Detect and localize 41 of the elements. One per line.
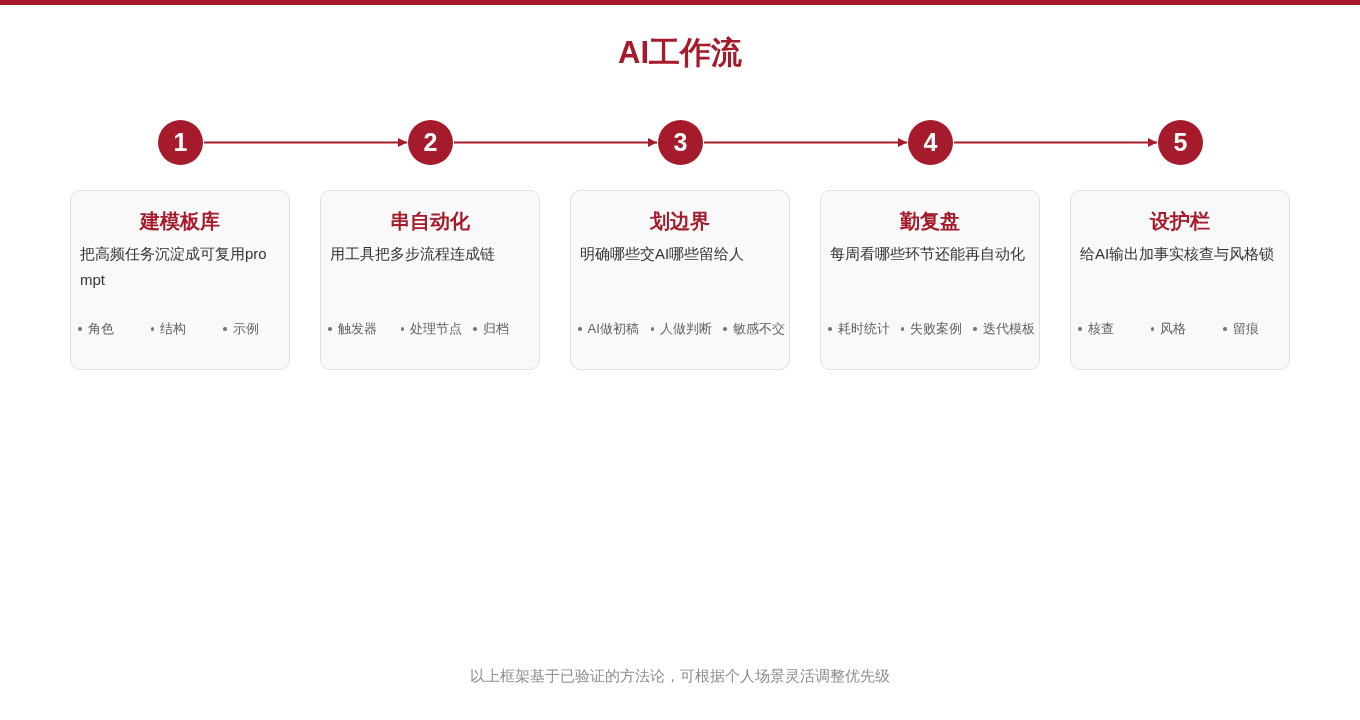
card-description: 明确哪些交AI哪些留给人 <box>580 244 745 264</box>
bullet-item: 归档 <box>482 320 509 338</box>
bullet-item: 示例 <box>232 320 259 338</box>
card-title: 划边界 <box>649 209 710 234</box>
step-number-circle: 1 <box>158 120 203 165</box>
bullet-item: 耗时统计 <box>837 320 890 338</box>
arrow <box>953 138 1158 147</box>
card-description: 用工具把多步流程连成链 <box>330 244 495 264</box>
card-title: 建模板库 <box>139 209 220 234</box>
bullet-item: 结构 <box>160 320 187 338</box>
card-title: 设护栏 <box>1149 209 1210 234</box>
step-number-circle: 5 <box>1158 120 1203 165</box>
arrow <box>703 138 908 147</box>
step-number-circle: 3 <box>658 120 703 165</box>
card-title: 勤复盘 <box>899 209 960 234</box>
card-description: 每周看哪些环节还能再自动化 <box>830 244 1025 264</box>
bullet-item: 敏感不交 <box>732 320 785 338</box>
bullet-item: 失败案例 <box>910 320 963 338</box>
card-title: 串自动化 <box>389 209 470 234</box>
bullet-item: 迭代模板 <box>982 320 1035 338</box>
title: AI工作流 <box>618 34 742 72</box>
caption: 以上框架基于已验证的方法论，可根据个人场景灵活调整优先级 <box>470 666 890 686</box>
bullet-item: 触发器 <box>337 320 377 338</box>
bullet-item: AI做初稿 <box>587 320 639 338</box>
bullet-item: 核查 <box>1087 320 1114 338</box>
step-card <box>320 190 540 370</box>
bullet-item: 人做判断 <box>660 320 713 338</box>
step-card <box>570 190 790 370</box>
bullet-item: 角色 <box>87 320 114 338</box>
step-card <box>70 190 290 370</box>
arrow <box>203 138 408 147</box>
step-number-circle: 4 <box>908 120 953 165</box>
arrow <box>453 138 658 147</box>
step-card <box>820 190 1040 370</box>
bullet-item: 风格 <box>1160 320 1187 338</box>
card-description: 把高频任务沉淀成可复用prompt <box>80 244 268 290</box>
step-number-circle: 2 <box>408 120 453 165</box>
step-card <box>1070 190 1290 370</box>
bullet-item: 处理节点 <box>410 320 463 338</box>
card-description: 给AI输出加事实核查与风格锁 <box>1080 244 1275 264</box>
bullet-item: 留痕 <box>1232 320 1259 338</box>
